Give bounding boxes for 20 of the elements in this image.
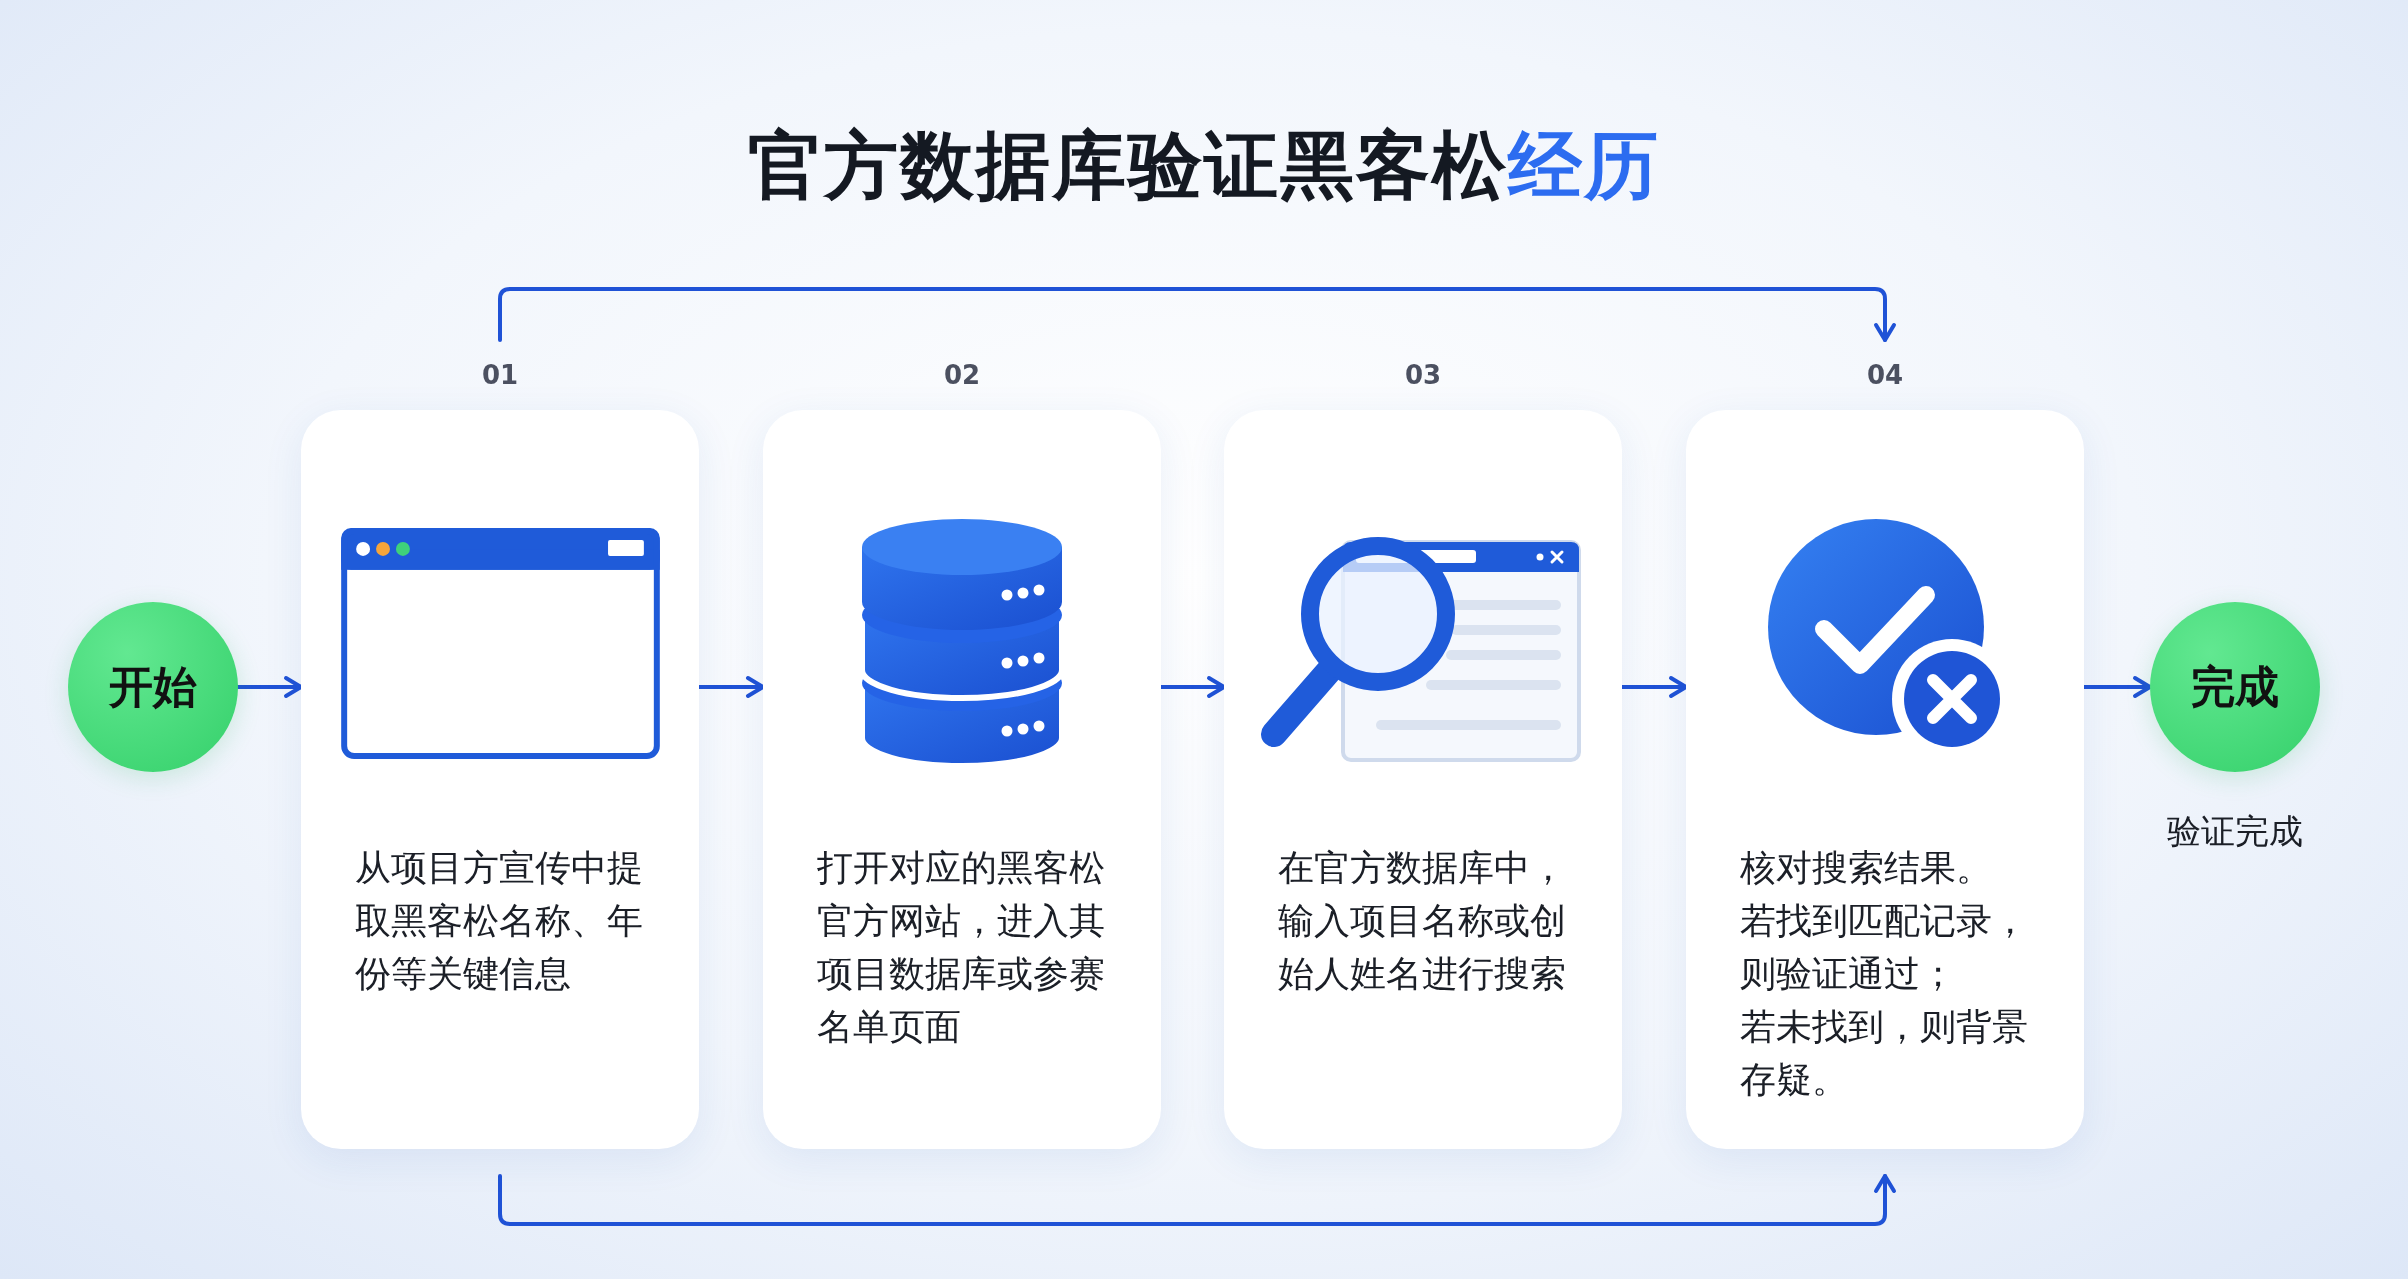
loop-arrow	[498, 287, 1896, 342]
terminal-label: 完成	[2191, 660, 2279, 714]
title: 官方数据库验证黑客松经历	[748, 121, 1660, 210]
step-description: 核对搜索结果。	[1740, 846, 1993, 890]
step-number: 03	[1404, 360, 1442, 390]
step-description: 打开对应的黑客松官方网站，进入其项目数据库或参赛名单页面	[817, 846, 1106, 1049]
step-number: 02	[943, 360, 981, 390]
node-label: 验证完成	[2167, 810, 2303, 853]
flow-arrow	[2082, 676, 2152, 698]
step-description: 若找到匹配记录，则验证通过；	[1740, 899, 2029, 996]
flow-arrow	[1159, 676, 1226, 698]
step-number: 04	[1866, 360, 1904, 390]
terminal-label: 开始	[109, 660, 197, 714]
flow-arrow	[697, 676, 765, 698]
step-number: 01	[481, 360, 519, 390]
loop-arrow	[498, 1174, 1896, 1226]
step-description: 从项目方宣传中提取黑客松名称、年份等关键信息	[355, 846, 644, 996]
step-description: 在官方数据库中，输入项目名称或创始人姓名进行搜索	[1278, 846, 1567, 996]
step-description: 若未找到，则背景存疑。	[1740, 1005, 2029, 1102]
flow-arrow	[1620, 676, 1688, 698]
